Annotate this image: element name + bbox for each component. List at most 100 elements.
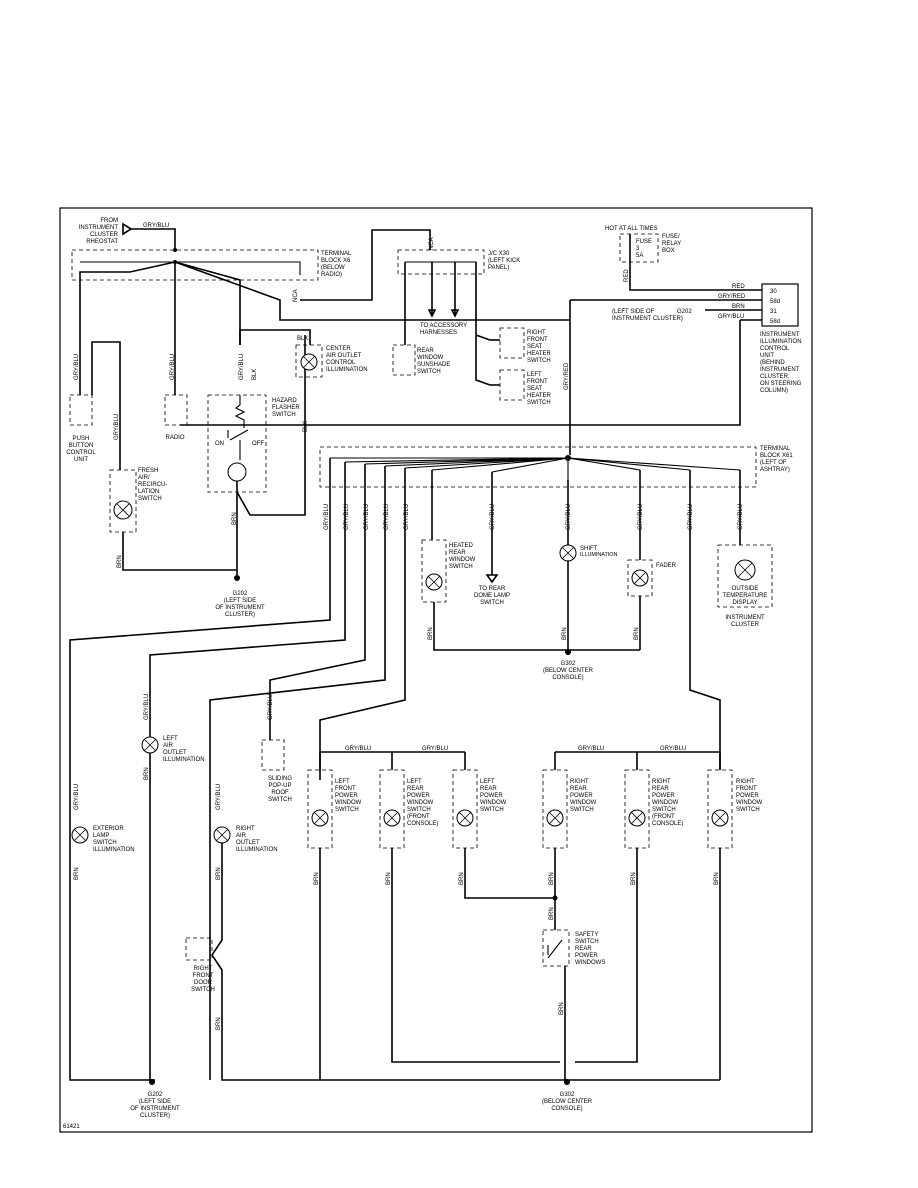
x61-label-1: TERMINAL (760, 446, 791, 452)
ic-pin-2: 58d (770, 299, 780, 305)
ic-pin-3: 31 (770, 309, 777, 315)
rair-3: OUTLET (236, 840, 260, 846)
door-1: RIGHT (194, 966, 213, 972)
ext-4: ILLUMINATION (93, 847, 135, 853)
roof-3: ROOF (271, 790, 289, 796)
center-label-2: AIR OUTLET (326, 353, 362, 359)
lfw-4: WINDOW (335, 800, 362, 806)
wire-x61-8: GRY/BLU (638, 504, 644, 530)
wire-gry-blu-w3: GRY/BLU (578, 746, 604, 752)
x30-label-3: PANEL) (488, 265, 509, 271)
g202-bot-3: OF INSTRUMENT (130, 1106, 180, 1112)
wire-brn-w5: BRN (631, 872, 637, 885)
ic-ctrl-6: INSTRUMENT (760, 367, 800, 373)
to-accessory-2: HARNESSES (420, 330, 457, 336)
wire-brn-heated: BRN (428, 627, 434, 640)
wire-brn-safety: BRN (549, 907, 555, 920)
ic-2: CLUSTER (731, 622, 760, 628)
sunshade-1: REAR (417, 348, 434, 354)
fresh-4: LATION (138, 489, 159, 495)
wire-gry-blu-lair: GRY/BLU (144, 694, 150, 720)
wire-brn-safety-2: BRN (559, 1002, 565, 1015)
wire-x61-4: GRY/BLU (384, 504, 390, 530)
wire-brn-w4: BRN (549, 872, 555, 885)
rrw-5: SWITCH (570, 807, 594, 813)
ext-1: EXTERIOR (93, 826, 124, 832)
door-3: DOOR (194, 980, 213, 986)
exterior-lamp-switch-illumination: EXTERIOR LAMP SWITCH ILLUMINATION GRY/BL… (71, 784, 135, 880)
sunshade-4: SWITCH (417, 369, 441, 375)
wire-brn-hazard: BRN (232, 512, 238, 525)
left-front-power-window-switch: LEFT FRONT POWER WINDOW SWITCH (307, 769, 362, 849)
safety-switch-rear-power-windows: BRN BRN SAFETY SWITCH REAR POWER WINDOWS (542, 907, 605, 1080)
wire-brn-lair: BRN (144, 767, 150, 780)
ground-g202-top: G202 (LEFT SIDE OF INSTRUMENT CLUSTER) (215, 575, 265, 618)
wire-nca-x30: NCA (429, 237, 435, 250)
g202-bot-2: (LEFT SIDE (139, 1099, 171, 1105)
radio: RADIO GRY/BLU (164, 354, 188, 441)
ground-g202-bottom: G202 (LEFT SIDE OF INSTRUMENT CLUSTER) (130, 1079, 180, 1119)
right-front-door-switch: RIGHT FRONT DOOR SWITCH (185, 937, 215, 993)
terminal-block-x6 (71, 249, 319, 281)
center-label-4: ILLUMINATION (326, 367, 368, 373)
wire-x61-10: GRY/BLU (738, 504, 744, 530)
right-rear-power-window-switch-console: RIGHT REAR POWER WINDOW SWITCH (FRONT CO… (624, 769, 683, 849)
heated-3: WINDOW (449, 557, 476, 563)
rheostat-label-4: RHEOSTAT (86, 239, 118, 245)
hazard-flasher-switch: HAZARD FLASHER SWITCH ON OFF GRY/BLU BLK… (207, 335, 309, 575)
rrw2-4: WINDOW (652, 800, 679, 806)
ic-1: INSTRUMENT (725, 615, 765, 621)
fusebox-2: RELAY (662, 241, 681, 247)
rrw2-7: CONSOLE) (652, 821, 683, 827)
left-front-seat-heater-switch: LEFT FRONT SEAT HEATER SWITCH (490, 369, 552, 406)
center-label-3: CONTROL (326, 360, 356, 366)
rear-window-sunshade-switch: REAR WINDOW SUNSHADE SWITCH (392, 344, 450, 376)
rrw-2: REAR (570, 786, 587, 792)
ic-ctrl-3: CONTROL (760, 346, 790, 352)
fusebox-1: FUSE/ (662, 234, 680, 240)
rfw-3: POWER (736, 793, 759, 799)
rheostat-label-2: INSTRUMENT (79, 225, 119, 231)
ground-g302-mid: G302 (BELOW CENTER CONSOLE) (543, 649, 594, 681)
wire-brn-rair: BRN (216, 867, 222, 880)
rair-4: ILLUMINATION (236, 847, 278, 853)
to-accessory-1: TO ACCESSORY (420, 323, 467, 329)
wire-gry-blu-w2: GRY/BLU (422, 746, 448, 752)
sliding-pop-up-roof-switch: SLIDING POP-UP ROOF SWITCH GRY/BLU (261, 694, 292, 803)
center-label-1: CENTER (326, 346, 351, 352)
wire-brn-w1: BRN (314, 872, 320, 885)
rfw-1: RIGHT (736, 779, 755, 785)
rrw2-6: (FRONT (652, 814, 675, 820)
x61-label-2: BLOCK X61 (760, 453, 793, 459)
lrw-4: WINDOW (407, 800, 434, 806)
safety-4: POWER (575, 953, 598, 959)
right-front-seat-heater-switch: RIGHT FRONT SEAT HEATER SWITCH (490, 327, 552, 364)
instrument-illumination-control-unit: 30 58d 31 58d RED GRY/RED BRN GRY/BLU (L… (180, 283, 802, 455)
wire-blk-hazard-2: BLK (303, 421, 309, 432)
safety-1: SAFETY (575, 932, 598, 938)
wire-blk-hazard: BLK (252, 369, 258, 380)
wire-brn-ic: BRN (732, 304, 745, 310)
ic-ctrl-7: CLUSTER, (760, 374, 790, 380)
lfw-2: FRONT (335, 786, 356, 792)
outside-2: TEMPERATURE (723, 593, 768, 599)
hazard-label-1: HAZARD (272, 398, 297, 404)
dome-2: DOME LAMP (474, 593, 510, 599)
lrw2-5: SWITCH (480, 807, 504, 813)
wire-x61-9: GRY/BLU (688, 504, 694, 530)
left-air-3: OUTLET (163, 750, 187, 756)
x30-label-2: (LEFT KICK (488, 258, 520, 264)
wire-brn-fresh: BRN (117, 555, 123, 568)
heated-rear-window-switch: BRN HEATED REAR WINDOW SWITCH (421, 539, 640, 651)
outside-1: OUTSIDE (732, 586, 759, 592)
lsh-5: SWITCH (527, 400, 551, 406)
g202-small: G202 (677, 309, 692, 315)
wire-gry-blu-w4: GRY/BLU (660, 746, 686, 752)
door-4: SWITCH (191, 987, 215, 993)
push-button-control-unit: PUSH BUTTON CONTROL UNIT GRY/BLU GRY/BLU (66, 341, 121, 470)
sunshade-2: WINDOW (417, 355, 444, 361)
heated-4: SWITCH (449, 564, 473, 570)
wire-gry-blu-ext: GRY/BLU (74, 784, 80, 810)
left-rear-power-window-switch-console: LEFT REAR POWER WINDOW SWITCH (FRONT CON… (379, 769, 438, 849)
wire-gry-blu-w1: GRY/BLU (345, 746, 371, 752)
